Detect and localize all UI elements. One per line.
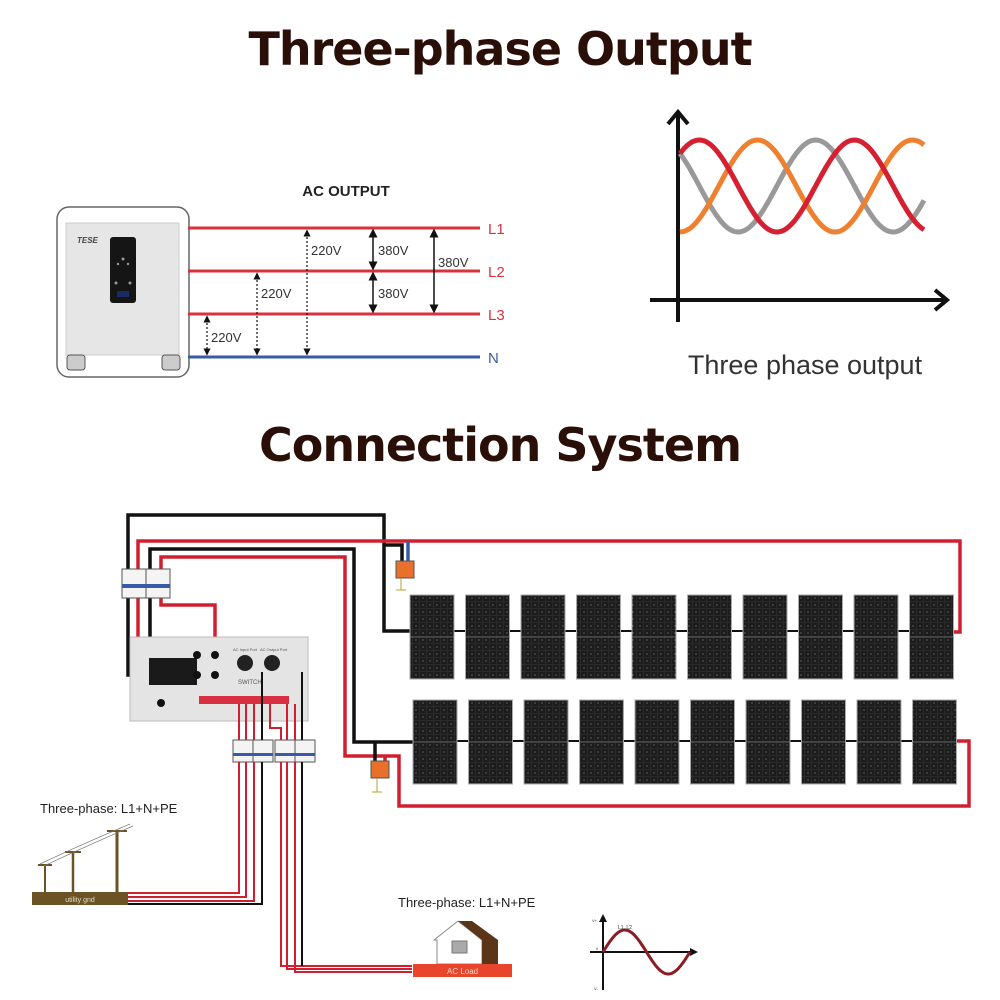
inverter-device: TESE (56, 206, 190, 378)
utility-grid-label: utility gnd (65, 897, 95, 904)
voltage-L1-N: 220V (311, 243, 342, 258)
label-N: N (488, 350, 499, 367)
connection-system-diagram: AC Input Port AC Output Port SWITCH (32, 513, 971, 991)
grid-phase-label: Three-phase: L1+N+PE (40, 801, 178, 816)
solar-array (409, 594, 957, 785)
device-display-panel (110, 237, 136, 303)
wheel-right (161, 354, 181, 371)
label-L3: L3 (488, 307, 505, 324)
sine-axis-top: V+ (592, 918, 598, 923)
title-connection-system: Connection System (258, 418, 742, 472)
label-L1: L1 (488, 221, 505, 238)
waveform-caption: Three phase output (688, 350, 923, 380)
voltage-L1-L3: 380V (438, 255, 469, 270)
three-phase-waveform: Three phase output (650, 108, 951, 380)
voltage-L1-L2: 380V (378, 243, 409, 258)
utility-grid-box (32, 892, 128, 905)
title-three-phase-output: Three-phase Output (248, 22, 752, 76)
ac-load-house: Three-phase: L1+N+PE AC Load (398, 895, 536, 977)
y-axis-arrow-icon (666, 108, 690, 126)
ac-load-box (413, 964, 512, 977)
ac-input-port-label: AC Input Port (233, 647, 258, 652)
ac-output-heading: AC OUTPUT (302, 183, 390, 200)
ac-load-label: AC Load (447, 967, 478, 976)
voltage-L2-N: 220V (261, 286, 292, 301)
phase-wave-red (678, 137, 926, 235)
switch-breaker-row (199, 696, 289, 704)
sine-label: L1, L2 (618, 925, 632, 931)
x-axis-arrow-icon (933, 288, 951, 312)
phase-wave-gray (677, 137, 927, 235)
load-phase-label: Three-phase: L1+N+PE (398, 895, 536, 910)
ac-output-diagram: AC OUTPUT TESE L1 L2 L3 N 220V 220V (56, 183, 505, 378)
ac-output-port (264, 655, 280, 671)
inverter-front-panel: AC Input Port AC Output Port SWITCH (129, 636, 309, 722)
switch-label: SWITCH (238, 680, 262, 686)
voltage-L2-L3: 380V (378, 286, 409, 301)
surge-protector-bottom (370, 760, 390, 793)
device-logo: TESE (77, 236, 99, 245)
single-phase-sine: L1, L2 V+ 0 V- (590, 914, 698, 991)
ac-input-port (237, 655, 253, 671)
voltage-L3-N: 220V (211, 330, 242, 345)
surge-protector-top (395, 560, 415, 591)
dc-breaker-pair (121, 568, 171, 599)
label-L2: L2 (488, 264, 505, 281)
utility-grid: Three-phase: L1+N+PE utility gnd (32, 801, 178, 905)
sine-axis-zero: 0 (596, 946, 599, 951)
ac-output-port-label: AC Output Port (260, 647, 288, 652)
ac-breakers (232, 739, 316, 763)
wheel-left (66, 354, 86, 371)
sine-axis-bottom: V- (594, 986, 598, 991)
sine-wave (601, 928, 692, 976)
